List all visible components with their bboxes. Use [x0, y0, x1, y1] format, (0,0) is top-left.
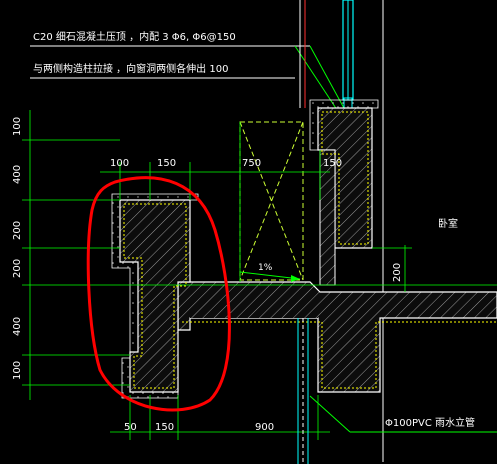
dim-bottom-150: 150 [155, 422, 174, 433]
room-label: 卧室 [438, 217, 458, 230]
dim-top-750: 750 [242, 158, 261, 169]
dim-top-100: 100 [110, 158, 129, 169]
dim-bottom-900: 900 [255, 422, 274, 433]
note-line-2: 与两侧构造柱拉接 ，向窗洞两侧各伸出 100 [33, 62, 228, 75]
dim-left-200b: 200 [12, 259, 23, 278]
dim-lines-left [22, 110, 497, 400]
dim-left-200a: 200 [12, 221, 23, 240]
slope-label: 1% [258, 263, 273, 273]
dim-bottom-50: 50 [124, 422, 137, 433]
note-line-1: C20 细石混凝土压顶 ，内配 3 Φ6, Φ6@150 [33, 30, 236, 43]
window-opening [239, 121, 304, 281]
rain-pipe [297, 318, 309, 464]
window-frame [342, 0, 354, 111]
pipe-label: Φ100PVC 雨水立管 [385, 416, 475, 429]
dim-right-200: 200 [392, 263, 403, 282]
dim-left-400a: 400 [12, 165, 23, 184]
dim-left-400b: 400 [12, 317, 23, 336]
dim-lines-bottom [110, 395, 330, 440]
insulation-layer [123, 111, 497, 389]
dim-top-150b: 150 [323, 158, 342, 169]
wall-outline-top [299, 0, 384, 462]
highlight-outline [86, 176, 231, 412]
dim-left-100a: 100 [12, 117, 23, 136]
annotation-leaders [30, 45, 346, 123]
insulation-outer [111, 99, 379, 399]
pipe-leader [309, 395, 351, 433]
dim-lines-right [372, 245, 412, 292]
slope-arrow [239, 271, 301, 282]
dim-top-150a: 150 [157, 158, 176, 169]
dim-left-100b: 100 [12, 361, 23, 380]
